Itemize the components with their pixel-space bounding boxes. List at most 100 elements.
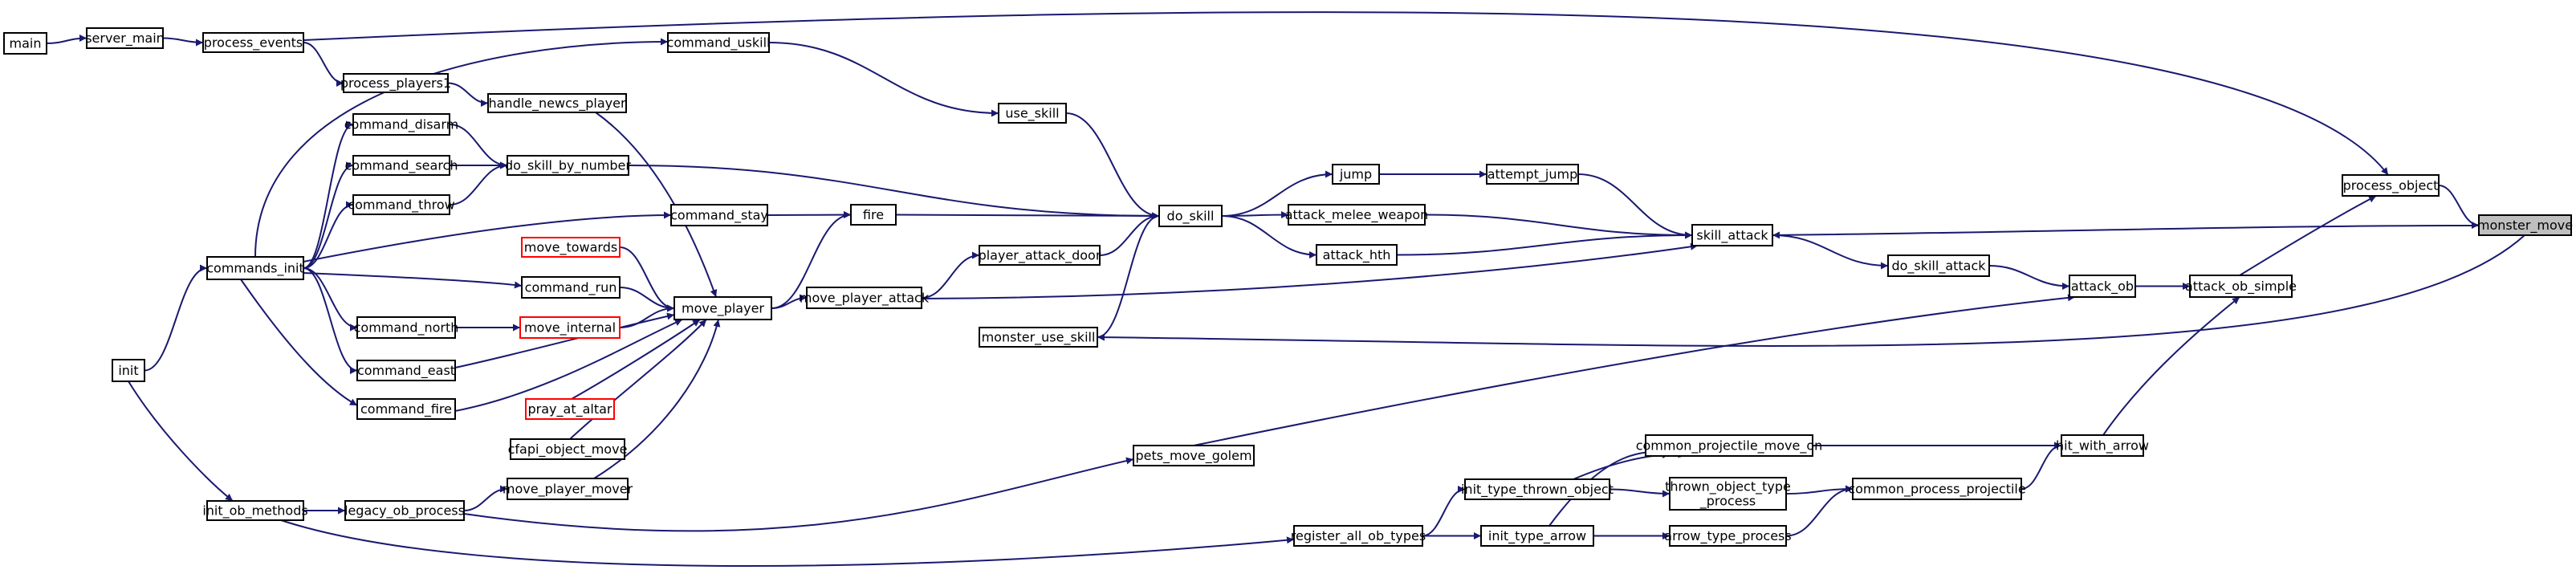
node-pets-move-golem[interactable]: pets_move_golem [1133, 445, 1255, 466]
edge-fire-to-do-skill [895, 212, 1160, 220]
node-box [2342, 174, 2440, 197]
node-label: command_east [357, 363, 455, 379]
node-jump[interactable]: jump [1332, 164, 1380, 185]
node-attack-ob-simple[interactable]: attack_ob_simple [2185, 275, 2297, 298]
edge-process-events-to-process-players1 [303, 42, 344, 87]
edge-commands-init-to-command-stay [303, 211, 672, 263]
edge-init-to-init-ob-methods [128, 381, 234, 502]
edge-pray-at-altar-to-move-player [571, 319, 701, 400]
edge-commands-init-to-command-disarm [303, 120, 354, 269]
edge-move-internal-to-move-player [619, 304, 675, 328]
node-do-skill-attack[interactable]: do_skill_attack [1887, 254, 1990, 277]
node-label: commands_init [206, 261, 304, 277]
node-box [519, 316, 621, 339]
node-box [979, 245, 1101, 266]
node-commands-init[interactable]: commands_init [206, 256, 304, 280]
node-thrown-object-type-process[interactable]: thrown_object_type_process [1665, 477, 1791, 511]
node-player-attack-door[interactable]: player_attack_door [979, 245, 1101, 266]
node-cfapi-object-move[interactable]: cfapi_object_move [508, 438, 628, 460]
edge-move-player-attack-to-skill-attack [921, 242, 1699, 299]
node-label: move_internal [524, 320, 616, 336]
node-box [2189, 275, 2293, 298]
node-attack-ob[interactable]: attack_ob [2069, 275, 2136, 298]
node-monster-move[interactable]: monster_move [2477, 214, 2573, 236]
node-attack-melee-weapon[interactable]: attack_melee_weapon [1285, 204, 1429, 226]
node-command-east[interactable]: command_east [356, 360, 456, 381]
node-box [487, 93, 627, 113]
node-attack-hth[interactable]: attack_hth [1316, 244, 1398, 266]
node-move-internal[interactable]: move_internal [519, 316, 621, 339]
node-command-stay[interactable]: command_stay [670, 204, 768, 226]
node-command-search[interactable]: command_search [344, 155, 458, 176]
node-common-process-projectile[interactable]: common_process_projectile [1848, 478, 2026, 500]
node-skill-attack[interactable]: skill_attack [1691, 224, 1773, 246]
node-label: server_main [85, 31, 165, 47]
node-label: move_player_attack [800, 291, 930, 307]
node-label: command_run [525, 280, 617, 296]
node-monster-use-skill[interactable]: monster_use_skill [979, 327, 1098, 348]
node-label: skill_attack [1696, 228, 1768, 244]
node-label: init_type_arrow [1488, 528, 1586, 544]
node-init-type-arrow[interactable]: init_type_arrow [1480, 525, 1594, 547]
edge-commands-init-to-command-east [303, 267, 358, 374]
node-register-all-ob-types[interactable]: register_all_ob_types [1291, 525, 1426, 547]
node-box [1669, 525, 1787, 547]
node-label: arrow_type_process [1664, 528, 1791, 544]
node-process-players1[interactable]: process_players1 [340, 73, 451, 93]
edge-hit-with-arrow-to-attack-ob-simple [2102, 296, 2240, 436]
node-process-events[interactable]: process_events [202, 32, 304, 53]
node-command-throw[interactable]: command_throw [348, 194, 455, 215]
node-command-fire[interactable]: command_fire [356, 398, 456, 420]
node-common-projectile-move-on[interactable]: common_projectile_move_on [1636, 434, 1823, 457]
node-arrow-type-process[interactable]: arrow_type_process [1664, 525, 1792, 547]
node-command-run[interactable]: command_run [521, 276, 621, 299]
edge-monster-use-skill-to-do-skill [1097, 212, 1160, 338]
node-box [206, 256, 304, 280]
node-legacy-ob-process[interactable]: legacy_ob_process [344, 500, 465, 521]
node-box [2478, 214, 2572, 236]
node-move-player-mover[interactable]: move_player_mover [503, 478, 633, 500]
node-handle-newcs-player[interactable]: handle_newcs_player [487, 93, 627, 113]
node-init-type-thrown-object[interactable]: init_type_thrown_object [1461, 478, 1614, 500]
node-attempt-jump[interactable]: attempt_jump [1486, 164, 1579, 185]
edge-do-skill-to-jump [1221, 170, 1333, 217]
node-box [356, 316, 456, 339]
node-do-skill[interactable]: do_skill [1158, 205, 1223, 227]
edge-thrown-object-type-process-to-common-process-projectile [1785, 485, 1854, 495]
node-box [525, 398, 615, 420]
node-label: pets_move_golem [1135, 448, 1251, 464]
node-move-player-attack[interactable]: move_player_attack [800, 287, 930, 309]
node-label: common_process_projectile [1848, 482, 2025, 498]
node-do-skill-by-number[interactable]: do_skill_by_number [505, 155, 631, 176]
node-process-object[interactable]: process_object [2342, 174, 2440, 197]
node-label: process_object [2343, 178, 2439, 194]
node-label: hit_with_arrow [2056, 438, 2149, 454]
node-box [1316, 244, 1398, 266]
node-move-towards[interactable]: move_towards [521, 237, 621, 258]
node-main[interactable]: main [3, 32, 47, 55]
node-use-skill[interactable]: use_skill [998, 103, 1067, 124]
edge-skill-attack-to-do-skill-attack [1772, 234, 1889, 270]
node-box [507, 155, 629, 176]
node-box [806, 287, 922, 309]
node-box [1480, 525, 1594, 547]
node-label: _process [1699, 494, 1756, 510]
edge-command-fire-to-move-player [454, 319, 683, 412]
node-move-player[interactable]: move_player [674, 296, 772, 320]
node-command-uskill[interactable]: command_uskill [667, 32, 771, 53]
edge-move-player-mover-to-move-player [593, 319, 721, 479]
node-box [3, 32, 47, 55]
node-label: attempt_jump [1487, 167, 1578, 183]
node-box [1887, 254, 1990, 277]
node-pray-at-altar[interactable]: pray_at_altar [525, 398, 615, 420]
node-init-ob-methods[interactable]: init_ob_methods [202, 500, 308, 521]
node-command-north[interactable]: command_north [354, 316, 459, 339]
node-label: player_attack_door [979, 248, 1101, 264]
node-server-main[interactable]: server_main [85, 27, 165, 49]
node-init[interactable]: init [112, 359, 145, 382]
node-fire[interactable]: fire [850, 204, 897, 226]
node-hit-with-arrow[interactable]: hit_with_arrow [2056, 434, 2149, 457]
node-label: command_stay [670, 208, 768, 224]
node-command-disarm[interactable]: command_disarm [344, 113, 458, 136]
